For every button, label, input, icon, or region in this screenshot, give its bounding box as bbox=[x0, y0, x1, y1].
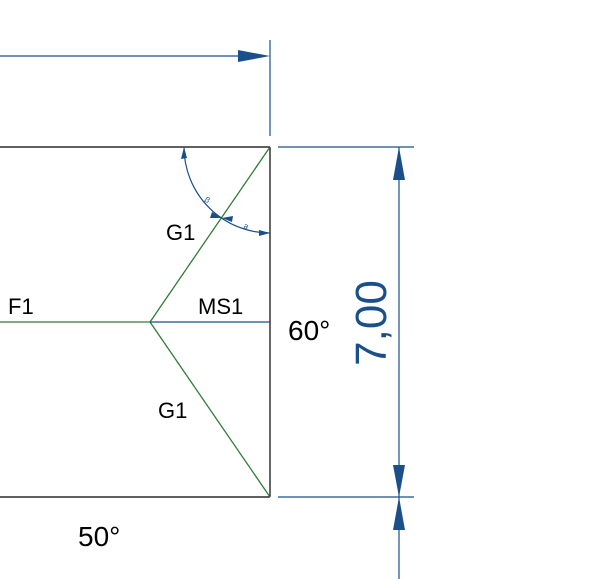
g1-upper-line bbox=[149, 146, 271, 323]
f1-label: F1 bbox=[8, 294, 34, 319]
angle-arc: β a bbox=[181, 146, 271, 236]
dimension-arrow-bottom bbox=[393, 465, 405, 497]
dimension-value: 7,00 bbox=[347, 280, 396, 366]
top-dimension bbox=[0, 40, 271, 136]
beta-mark: β bbox=[203, 195, 212, 205]
alpha-mark: a bbox=[242, 221, 250, 231]
ms1-label: MS1 bbox=[198, 294, 243, 319]
dimension-arrow-lower bbox=[393, 497, 405, 530]
angle-arc-arrow-right bbox=[259, 230, 270, 236]
g1-top-label: G1 bbox=[166, 220, 195, 245]
angle-arc-arrow-top bbox=[181, 147, 187, 159]
right-dimension: 7,00 bbox=[278, 146, 414, 579]
top-dimension-arrow bbox=[238, 50, 270, 62]
angle-arc-arrow-mid bbox=[210, 212, 222, 218]
construction-lines bbox=[0, 146, 271, 498]
angle-bottom-label: 50° bbox=[78, 521, 120, 552]
angle-right-label: 60° bbox=[288, 315, 330, 346]
angle-arc-path bbox=[183, 146, 271, 234]
angle-arc-arrow-mid-2 bbox=[222, 216, 233, 222]
g1-bottom-label: G1 bbox=[158, 398, 187, 423]
dimension-arrow-top bbox=[393, 147, 405, 180]
g1-lower-line bbox=[149, 321, 271, 498]
